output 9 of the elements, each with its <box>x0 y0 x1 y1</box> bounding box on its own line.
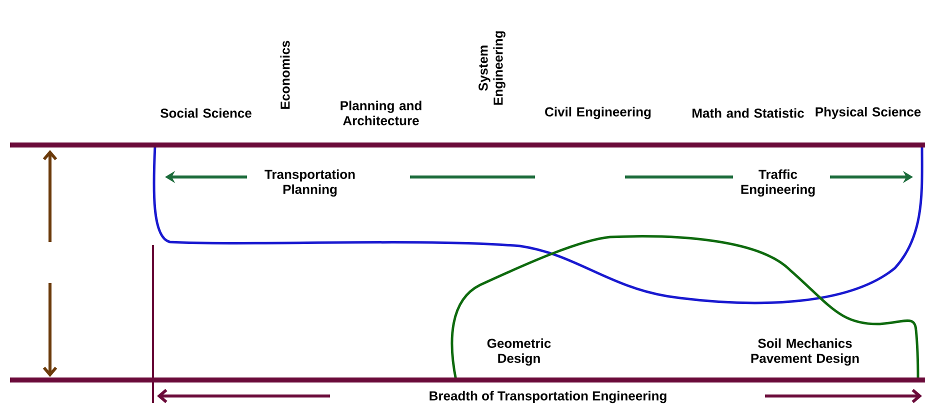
discipline-label: Math and Statistic <box>692 108 804 118</box>
discipline-label: Physical Science <box>816 106 921 120</box>
region-outline: Transportation Planning Traffic Engineering <box>152 144 924 304</box>
discipline-label: Civil Engineering <box>545 106 651 120</box>
discipline-label: System Engineering <box>478 31 506 105</box>
discipline-label: Planning and Architecture <box>340 100 422 126</box>
discipline-label: Social Science <box>160 108 252 118</box>
region-outline: Geometric Design Soil Mechanics Pavement Design <box>450 235 920 382</box>
discipline-label: Economics <box>280 40 290 109</box>
